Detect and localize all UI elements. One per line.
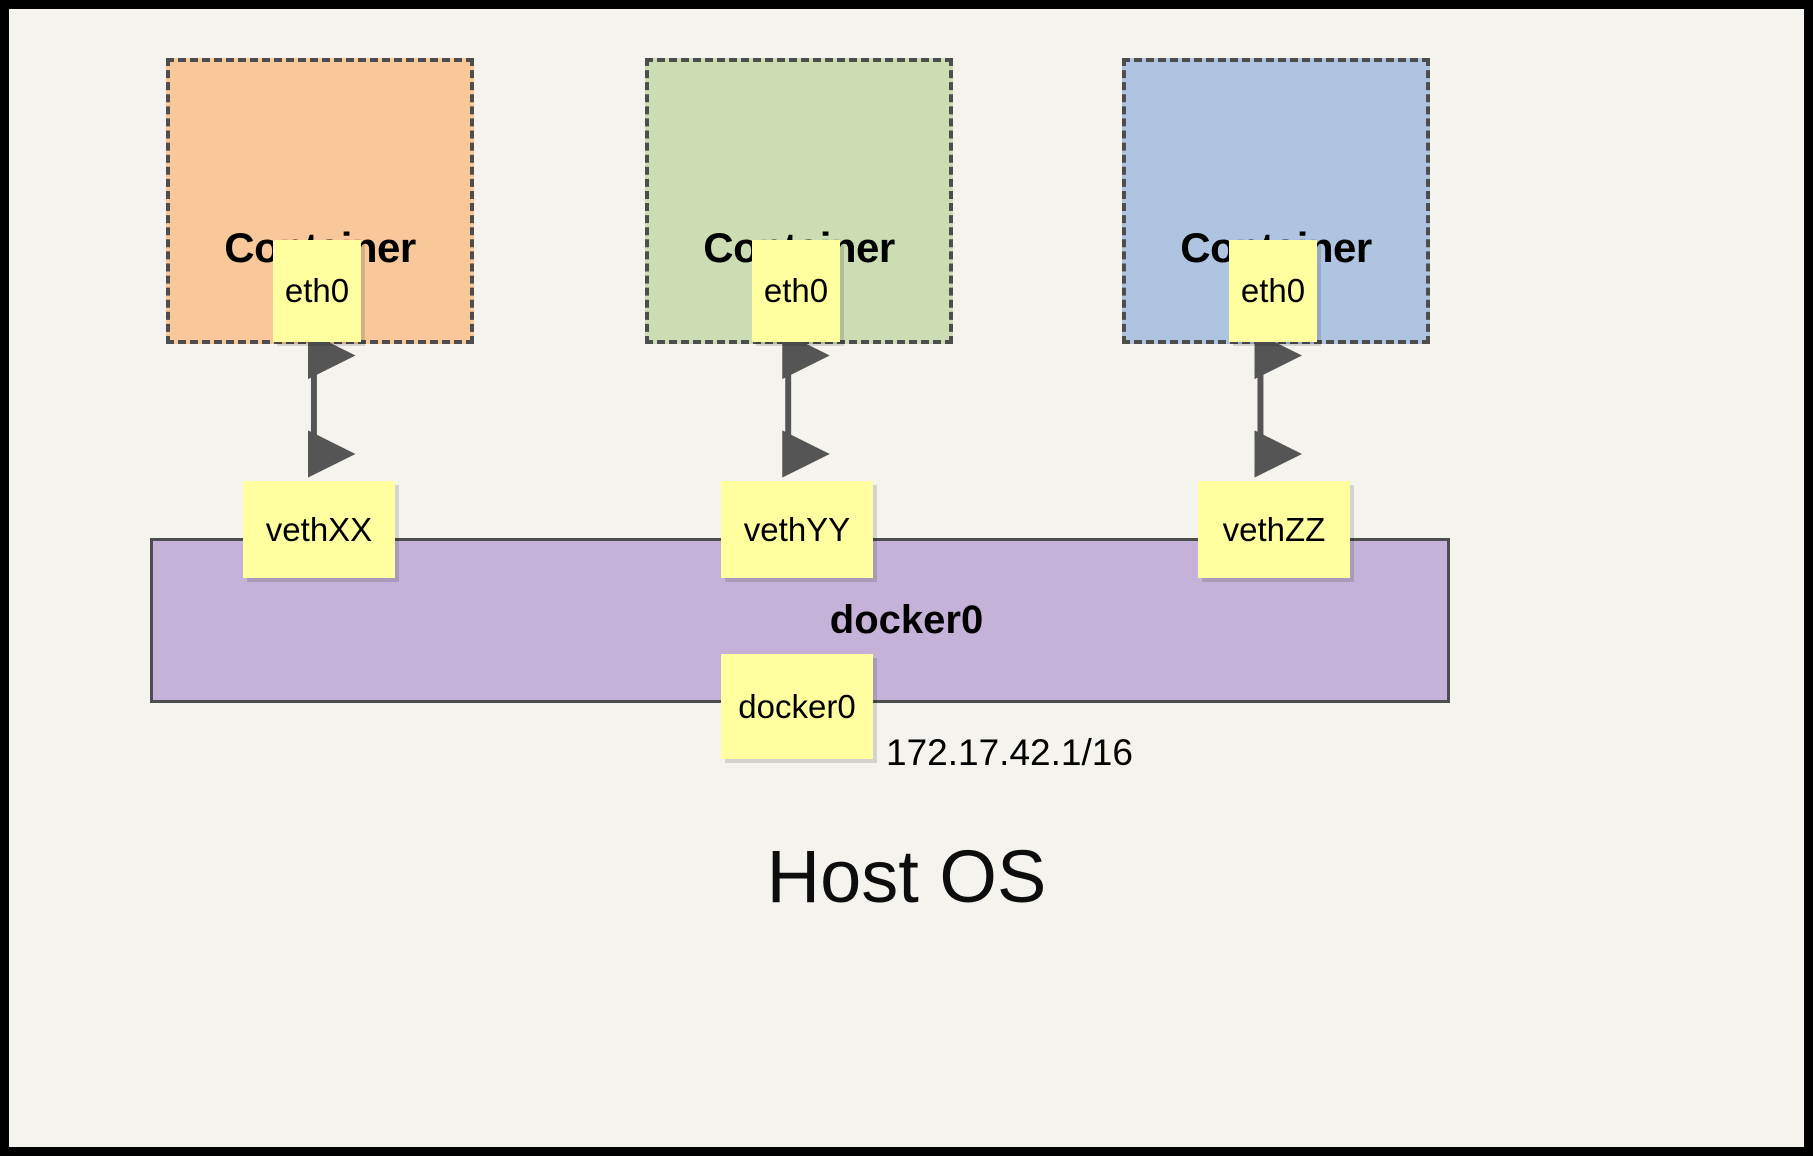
veth-label-3: vethZZ <box>1222 510 1326 548</box>
veth-box-3: vethZZ <box>1198 481 1350 578</box>
docker0-interface-label: docker0 <box>738 687 856 725</box>
docker0-ip-label: 172.17.42.1/16 <box>886 732 1133 773</box>
container-eth0-1: eth0 <box>273 240 361 342</box>
docker0-interface-box: docker0 <box>721 654 873 759</box>
veth-label-1: vethXX <box>265 510 373 548</box>
container-eth0-label-2: eth0 <box>763 272 829 309</box>
host-os-label: Host OS <box>766 835 1047 918</box>
veth-box-2: vethYY <box>721 481 873 578</box>
veth-box-1: vethXX <box>243 481 395 578</box>
veth-label-2: vethYY <box>743 510 851 548</box>
container-eth0-3: eth0 <box>1229 240 1317 342</box>
container-eth0-label-1: eth0 <box>284 272 350 309</box>
container-eth0-label-3: eth0 <box>1240 272 1306 309</box>
docker0-bridge-label: docker0 <box>829 598 984 642</box>
container-eth0-2: eth0 <box>752 240 840 342</box>
